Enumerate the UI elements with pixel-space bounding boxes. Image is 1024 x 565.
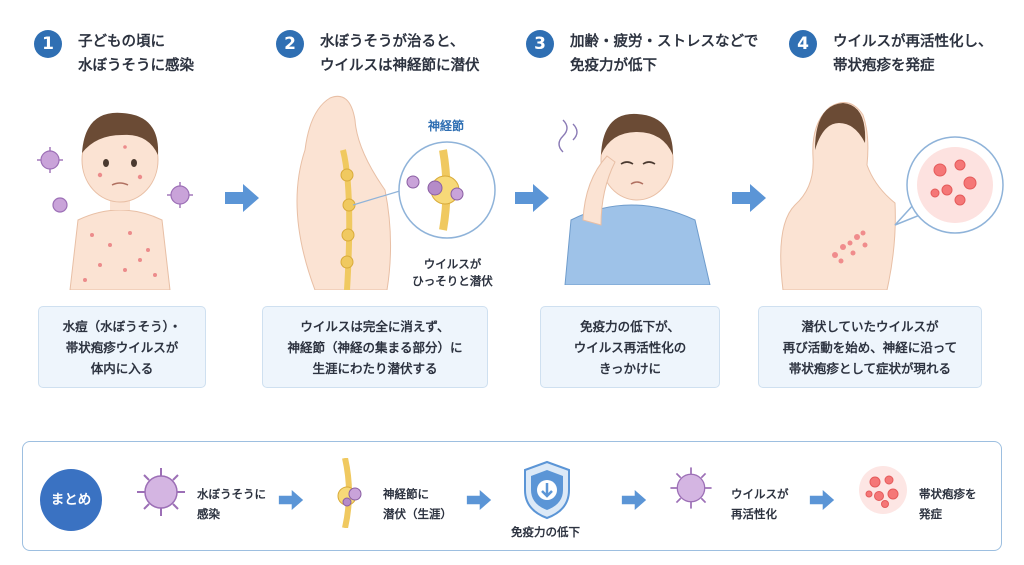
step-2-description: ウイルスは完全に消えず、 神経節（神経の集まる部分）に 生涯にわたり潜伏する (262, 306, 488, 388)
summary-item-2-text: 神経節に 潜伏（生涯） (383, 487, 452, 521)
step-3: 3 加齢・疲労・ストレスなどで 免疫力が低下 (526, 0, 776, 400)
step-1-description: 水痘（水ぼうそう）・ 帯状疱疹ウイルスが 体内に入る (38, 306, 206, 388)
step-3-header: 3 加齢・疲労・ストレスなどで 免疫力が低下 (526, 30, 758, 78)
shield-icon (524, 460, 570, 520)
virus-icon (137, 468, 185, 516)
step-4: 4 ウイルスが再活性化し、 帯状疱疹を発症 (789, 0, 1024, 400)
summary-item-5-text: 帯状疱疹を 発症 (919, 487, 977, 521)
callout-latent-label: ウイルスが ひっそりと潜伏 (412, 257, 493, 288)
arrow-right-icon (515, 184, 549, 212)
step-4-header: 4 ウイルスが再活性化し、 帯状疱疹を発症 (789, 30, 993, 78)
step-4-number: 4 (789, 30, 817, 58)
virus-icon (670, 467, 712, 509)
step-1-title: 子どもの頃に 水ぼうそうに感染 (78, 34, 194, 74)
step-2-number: 2 (276, 30, 304, 58)
summary-item-4-text: ウイルスが 再活性化 (731, 487, 789, 521)
step-1-header: 1 子どもの頃に 水ぼうそうに感染 (34, 30, 194, 78)
step-1: 1 子どもの頃に 水ぼうそうに感染 (34, 0, 284, 400)
step-4-title: ウイルスが再活性化し、 帯状疱疹を発症 (833, 34, 993, 74)
callout-ganglion-label: 神経節 (428, 119, 465, 133)
summary-panel: まとめ 水ぼうそうに 感染 神経節に 潜伏（生涯） 免疫力の低下 (22, 441, 1002, 551)
step-1-number: 1 (34, 30, 62, 58)
rash-icon (859, 466, 907, 514)
child-with-chickenpox-illustration (37, 112, 193, 290)
spine-nerve-illustration (296, 95, 496, 290)
arrow-right-icon (621, 490, 647, 510)
arrow-right-icon (809, 490, 835, 510)
step-3-title: 加齢・疲労・ストレスなどで 免疫力が低下 (570, 34, 759, 74)
tired-man-illustration (558, 113, 711, 285)
step-2-header: 2 水ぼうそうが治ると、 ウイルスは神経節に潜伏 (276, 30, 480, 78)
summary-item-3-text: 免疫力の低下 (511, 525, 580, 539)
summary-item-1-text: 水ぼうそうに 感染 (197, 487, 266, 521)
step-4-description: 潜伏していたウイルスが 再び活動を始め、神経に沿って 帯状疱疹として症状が現れる (758, 306, 982, 388)
arrow-right-icon (278, 490, 304, 510)
step-2: 2 水ぼうそうが治ると、 ウイルスは神経節に潜伏 (276, 0, 526, 400)
arrow-right-icon (225, 184, 259, 212)
step-3-number: 3 (526, 30, 554, 58)
summary-badge: まとめ (40, 469, 102, 531)
step-3-description: 免疫力の低下が、 ウイルス再活性化の きっかけに (540, 306, 720, 388)
virus-icon (40, 150, 190, 213)
shingles-back-illustration (780, 102, 1004, 290)
arrow-right-icon (466, 490, 492, 510)
arrow-right-icon (732, 184, 766, 212)
nerve-icon (337, 458, 362, 528)
virus-icon (406, 175, 464, 201)
step-2-title: 水ぼうそうが治ると、 ウイルスは神経節に潜伏 (320, 34, 480, 74)
